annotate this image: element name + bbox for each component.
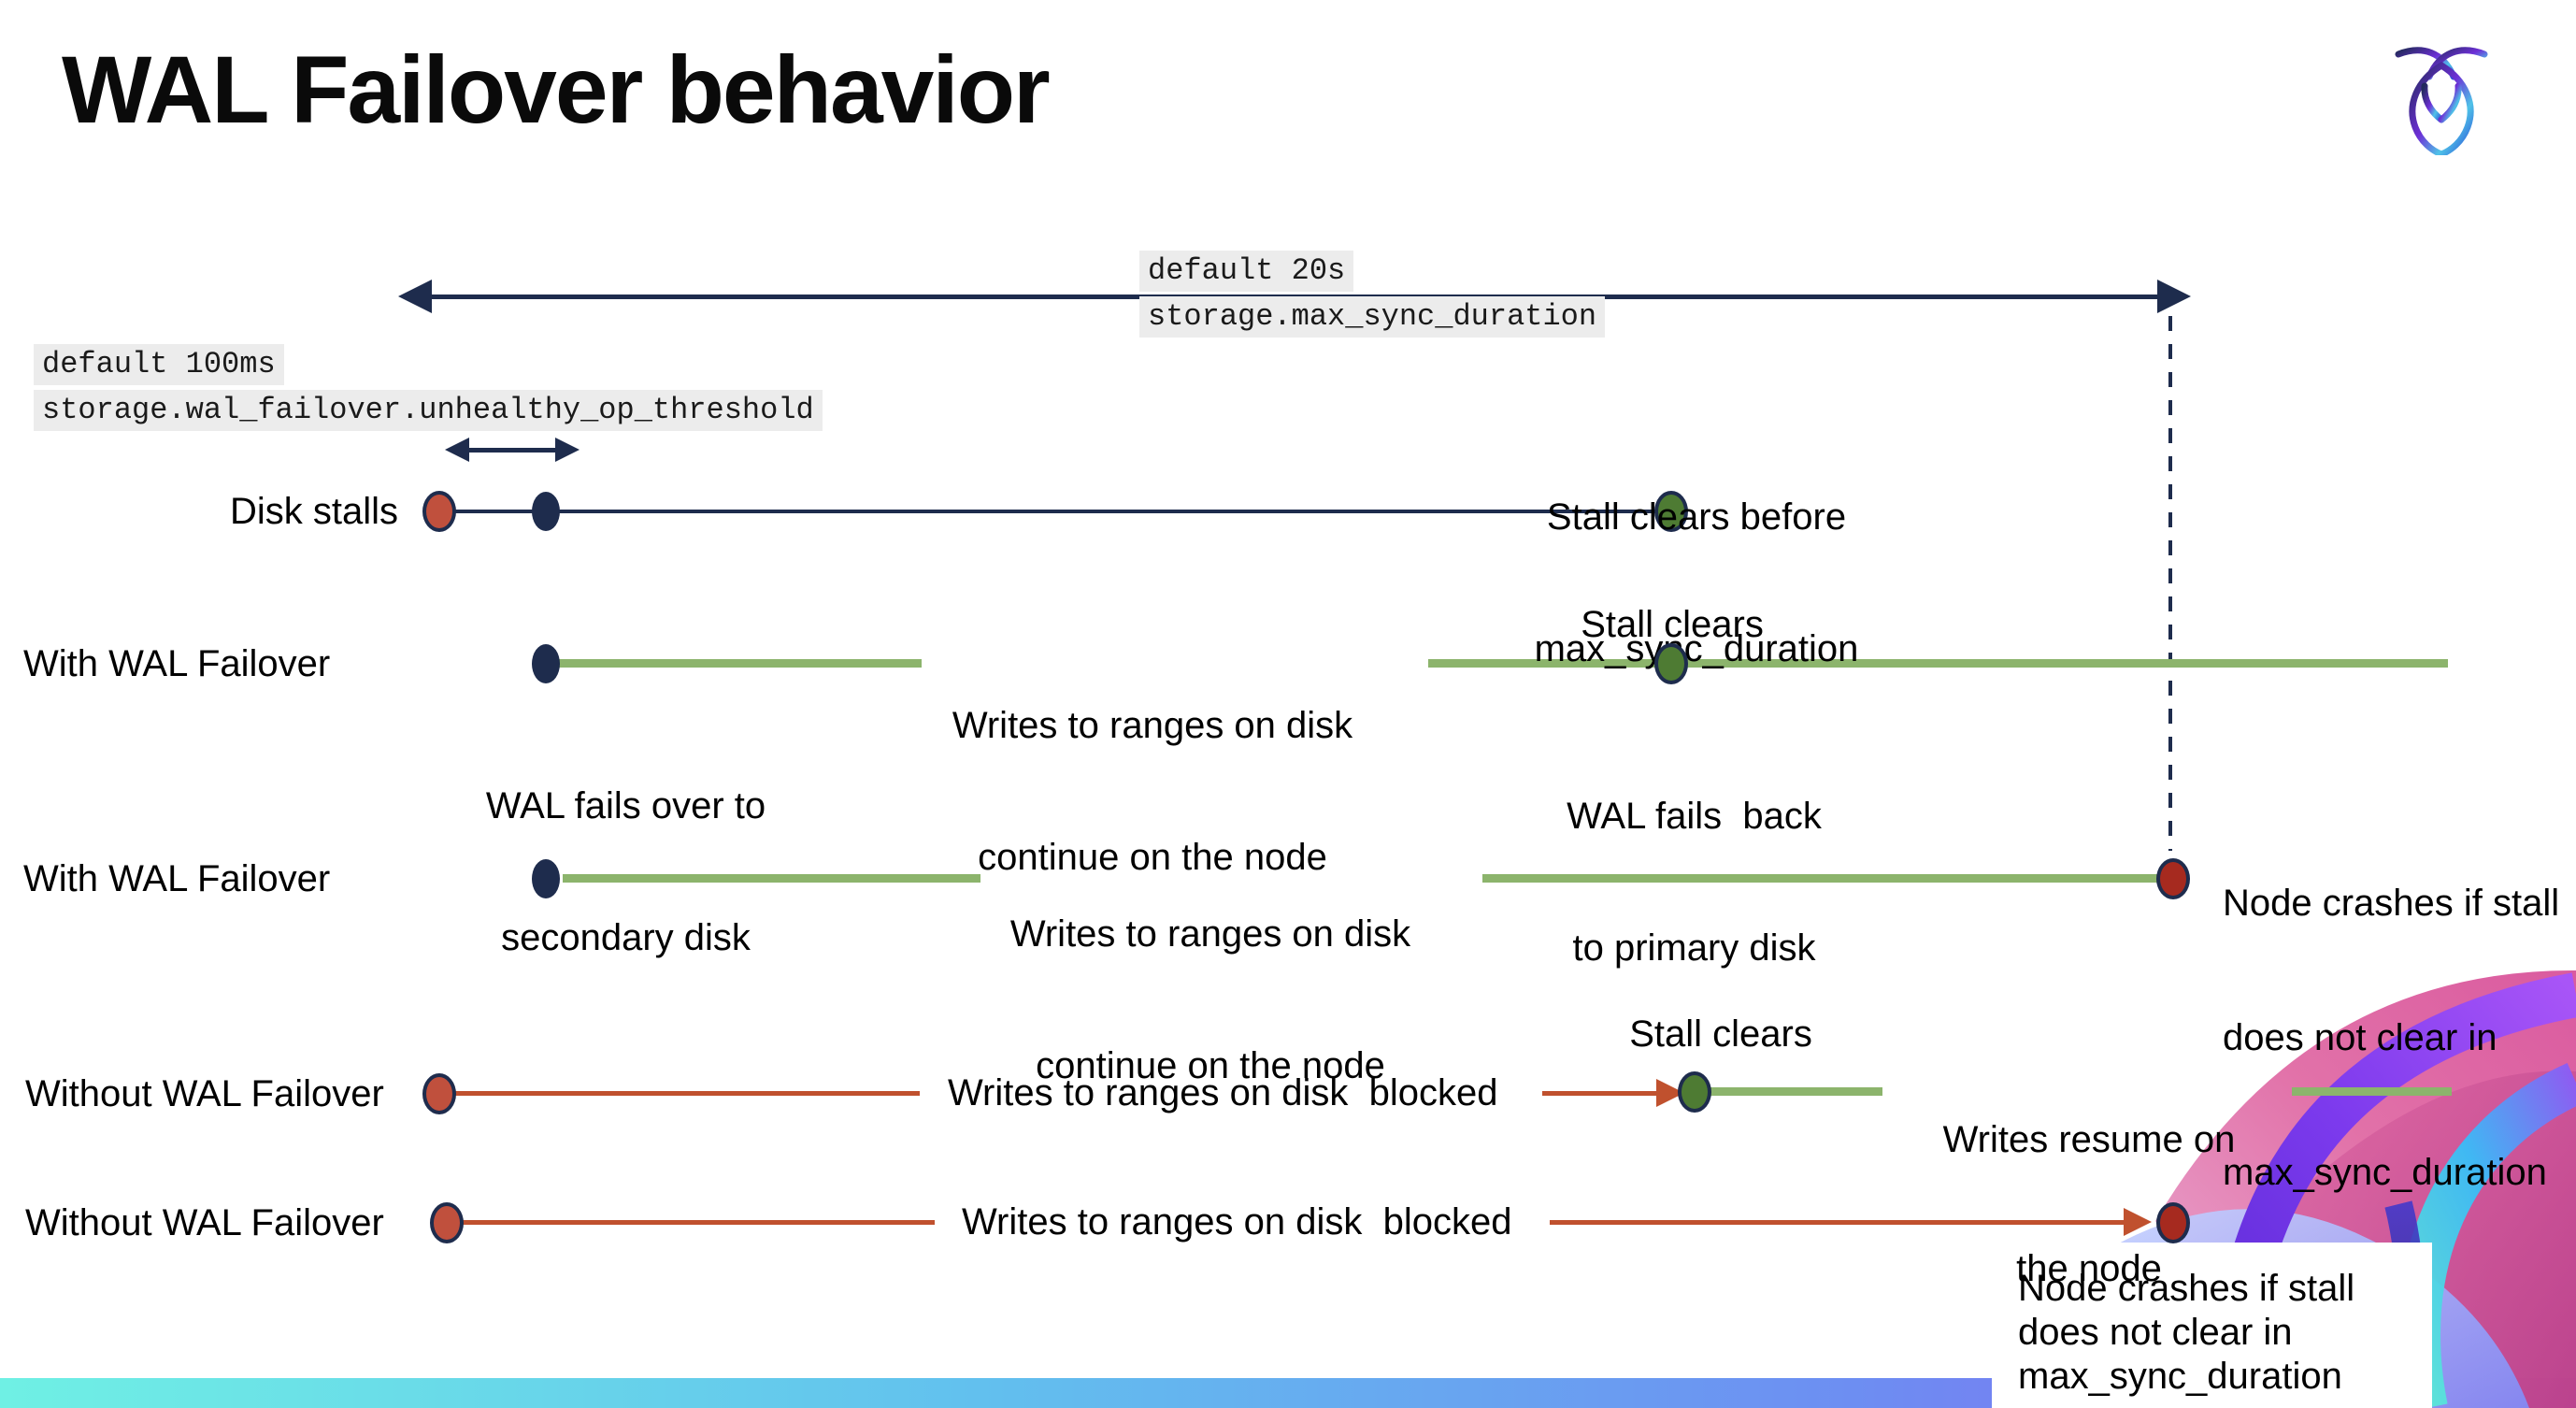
node-crash-dot-1 — [2156, 858, 2190, 899]
stall-clears-dot-2 — [1654, 643, 1688, 684]
row-label-with-wal-2: With WAL Failover — [23, 858, 331, 899]
writes-continue-note-2: Writes to ranges on disk continue on the… — [1000, 825, 1421, 1176]
note-line: max_sync_duration — [1534, 628, 1859, 669]
logo-vein-right — [2438, 82, 2462, 123]
node-crashes-note-line: does not clear in — [2018, 1312, 2293, 1353]
note-line: does not clear in — [2223, 1017, 2497, 1058]
stall-clears-dot — [1654, 491, 1688, 532]
writes-continue-line-d — [1482, 874, 2157, 883]
note-line: Node crashes if stall — [2223, 883, 2560, 924]
writes-blocked-line-d — [1550, 1220, 2124, 1225]
stall-clears-dot-3 — [1678, 1071, 1711, 1113]
writes-blocked-note-1: Writes to ranges on disk blocked — [948, 1072, 1498, 1113]
max-sync-arrowhead-right — [2157, 280, 2191, 313]
row-label-without-wal-1: Without WAL Failover — [25, 1073, 384, 1114]
row-label-without-wal-2: Without WAL Failover — [25, 1202, 384, 1243]
note-line: Writes to ranges on disk — [1009, 913, 1411, 955]
writes-resume-line-a — [1710, 1087, 1882, 1096]
stall-start-dot-2 — [422, 1073, 456, 1114]
max-sync-setting-label: storage.max_sync_duration — [1139, 296, 1606, 338]
wal-fails-back-note: WAL fails back to primary disk — [1510, 707, 1879, 1058]
unhealthy-op-default-label: default 100ms — [34, 344, 284, 385]
logo-vein-left — [2421, 82, 2445, 123]
wal-fails-over-note: WAL fails over to secondary disk — [441, 697, 810, 1048]
failover-start-dot — [532, 644, 560, 683]
page-title: WAL Failover behavior — [62, 36, 1051, 143]
note-line: Writes resume on — [1942, 1119, 2236, 1160]
note-line: Writes to ranges on disk — [952, 705, 1353, 746]
writes-resume-note: Writes resume on the node — [1907, 1032, 2271, 1376]
cockroachdb-logo-icon — [2395, 47, 2488, 155]
row-label-disk-stalls: Disk stalls — [230, 491, 399, 532]
failover-start-dot-2 — [532, 859, 560, 898]
writes-blocked-note-2: Writes to ranges on disk blocked — [962, 1201, 1512, 1243]
note-line: max_sync_duration — [2223, 1152, 2547, 1193]
writes-blocked-line-c — [462, 1220, 935, 1225]
writes-resume-line-b — [2292, 1087, 2452, 1096]
note-line: WAL fails over to — [485, 785, 766, 826]
note-line: WAL fails back — [1567, 796, 1822, 837]
stall-clears-note-2: Stall clears — [1629, 1013, 1812, 1055]
stall-clears-note-1: Stall clears — [1581, 604, 1764, 645]
logo-body — [2409, 61, 2474, 155]
threshold-arrowhead-right — [555, 438, 580, 462]
note-line: continue on the node — [978, 837, 1327, 878]
writes-continue-line-b — [1428, 659, 2448, 668]
blocked-arrowhead-2 — [2124, 1208, 2152, 1236]
note-line: continue on the node — [1036, 1045, 1385, 1086]
note-line: to primary disk — [1572, 927, 1816, 969]
node-crashes-note-line: Node crashes if stall — [2018, 1268, 2355, 1309]
node-crashes-callout-box: Node crashes if stall does not clear in … — [1992, 1243, 2432, 1408]
node-crash-dot-2 — [2156, 1202, 2190, 1243]
node-crashes-note-1: Node crashes if stall does not clear in … — [2223, 791, 2559, 1285]
row-label-with-wal-1: With WAL Failover — [23, 643, 331, 684]
unhealthy-op-setting-label: storage.wal_failover.unhealthy_op_thresh… — [34, 390, 823, 431]
threshold-arrow-line — [469, 448, 555, 453]
writes-blocked-line-b — [1542, 1091, 1656, 1096]
note-line: the node — [2016, 1248, 2162, 1289]
note-line: Stall clears before — [1546, 496, 1847, 538]
unhealthy-op-annotation: default 100ms storage.wal_failover.unhea… — [34, 344, 823, 436]
writes-continue-line-a — [559, 659, 922, 668]
stall-clears-before-note: Stall clears before max_sync_duration — [1510, 408, 1883, 759]
threshold-arrowhead-left — [445, 438, 469, 462]
disk-stalls-timeline — [439, 510, 1671, 513]
note-line: secondary disk — [501, 917, 751, 958]
writes-blocked-line-a — [454, 1091, 920, 1096]
writes-continue-line-c — [563, 874, 980, 883]
disk-stall-start-dot — [422, 491, 456, 532]
max-sync-annotation: default 20s storage.max_sync_duration — [1139, 251, 1606, 342]
stall-start-dot-3 — [430, 1202, 464, 1243]
max-sync-dashed-dropline — [2168, 316, 2172, 851]
node-crashes-note-line: max_sync_duration — [2018, 1356, 2342, 1397]
max-sync-default-label: default 20s — [1139, 251, 1354, 292]
threshold-dot — [532, 492, 560, 531]
max-sync-arrowhead-left — [398, 280, 432, 313]
writes-continue-note-1: Writes to ranges on disk continue on the… — [942, 616, 1363, 968]
